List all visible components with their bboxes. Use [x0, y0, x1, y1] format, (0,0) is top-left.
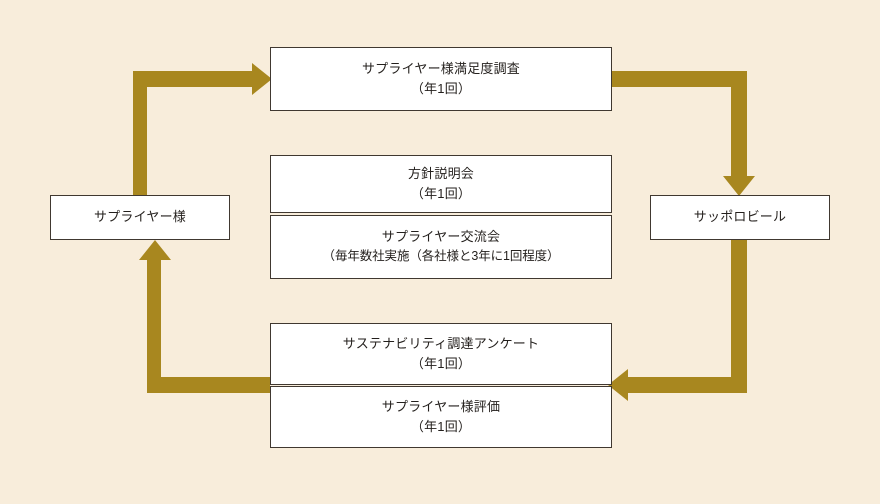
node-supplier-evaluation-title: サプライヤー様評価	[381, 398, 501, 414]
arrow-supplier-to-satisfaction	[133, 63, 272, 196]
node-supplier-exchange-meeting-frequency: （毎年数社実施（各社様と3年に1回程度）	[322, 249, 560, 264]
node-sustainability-questionnaire[interactable]: サステナビリティ調達アンケート （年1回）	[270, 323, 612, 385]
arrow-sapporo-to-evaluation	[608, 240, 747, 401]
node-supplier-label: サプライヤー様	[93, 209, 186, 225]
node-supplier-evaluation[interactable]: サプライヤー様評価 （年1回）	[270, 386, 612, 448]
node-supplier-exchange-meeting[interactable]: サプライヤー交流会 （毎年数社実施（各社様と3年に1回程度）	[270, 215, 612, 279]
node-sustainability-questionnaire-frequency: （年1回）	[410, 356, 472, 371]
node-satisfaction-survey[interactable]: サプライヤー様満足度調査 （年1回）	[270, 47, 612, 111]
arrow-evaluation-to-supplier	[139, 240, 270, 393]
node-satisfaction-survey-frequency: （年1回）	[410, 81, 472, 96]
node-supplier[interactable]: サプライヤー様	[50, 195, 230, 240]
node-policy-briefing[interactable]: 方針説明会 （年1回）	[270, 155, 612, 213]
node-sustainability-questionnaire-title: サステナビリティ調達アンケート	[342, 335, 540, 351]
node-policy-briefing-frequency: （年1回）	[410, 186, 472, 201]
node-supplier-exchange-meeting-title: サプライヤー交流会	[381, 229, 501, 245]
arrow-satisfaction-to-sapporo	[612, 71, 755, 196]
node-supplier-evaluation-frequency: （年1回）	[410, 419, 472, 434]
node-policy-briefing-title: 方針説明会	[407, 165, 474, 181]
node-sapporo[interactable]: サッポロビール	[650, 195, 830, 240]
node-sapporo-label: サッポロビール	[693, 209, 787, 225]
node-satisfaction-survey-title: サプライヤー様満足度調査	[361, 60, 520, 76]
